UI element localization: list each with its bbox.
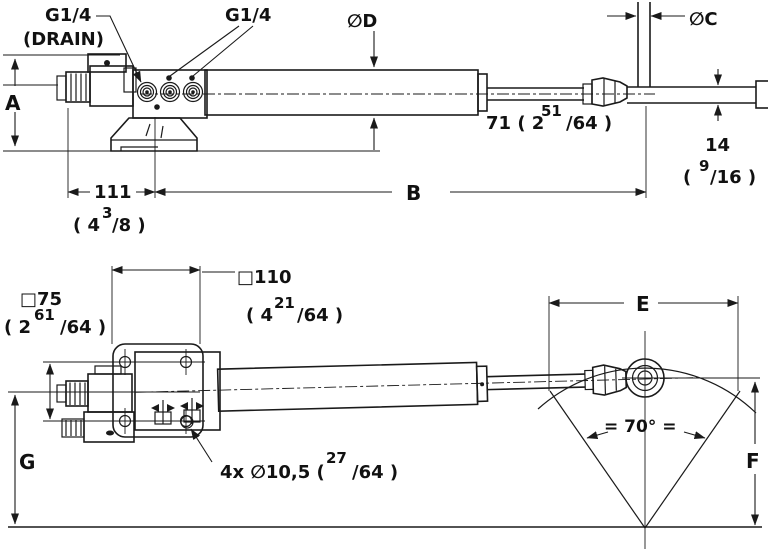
centerline-bottom-view (135, 377, 701, 393)
label-g14-ports: G1/4 (169, 5, 271, 77)
dim-g-label: G (19, 450, 35, 474)
dim-e: E (548, 292, 739, 391)
dim-111-value: 111 (94, 182, 132, 203)
sq75-denominator: /64 ) (60, 317, 106, 338)
head-block-bottom (134, 351, 221, 431)
bolt-hole-target (180, 415, 194, 429)
dim-111-numerator: 3 (102, 204, 112, 222)
pump-body-top (3, 53, 137, 107)
top-view: A (3, 2, 768, 236)
dim-71-numerator: 51 (541, 102, 562, 120)
leader-dot-port3 (189, 75, 195, 81)
coupler (755, 80, 768, 109)
foot-mount (110, 117, 198, 152)
holes-label-numerator: 27 (326, 449, 347, 467)
dim-dia-c: ∅C (607, 9, 718, 30)
dim-14-value: 14 (705, 135, 730, 156)
dim-sq110: □110 ( 4 21 /64 ) (111, 266, 343, 344)
dim-111-paren: ( 4 (73, 215, 100, 236)
sq110-numerator: 21 (274, 294, 295, 312)
label-g14-drain: G1/4 (DRAIN) (23, 5, 142, 83)
swing-arc-path (537, 367, 757, 414)
dim-b-label: B (406, 181, 421, 205)
sq75-numerator: 61 (34, 306, 55, 324)
dim-a-label: A (5, 91, 21, 115)
dim-71-post: /64 ) (566, 113, 612, 134)
g14-ports-label: G1/4 (225, 5, 271, 26)
port-3 (182, 81, 204, 103)
sq75-value: □75 (20, 289, 62, 310)
holes-label-pre: 4x ∅10,5 ( (220, 462, 325, 483)
dim-14-denominator: /16 ) (710, 167, 756, 188)
pump-body-bottom (56, 365, 135, 443)
dim-111-denominator: /8 ) (112, 215, 146, 236)
g14-drain-line2: (DRAIN) (23, 29, 104, 50)
dim-111-b: 111 ( 4 3 /8 ) B (67, 106, 647, 236)
callout-4x-holes: 4x ∅10,5 ( 27 /64 ) (190, 428, 398, 483)
sq110-denominator: /64 ) (297, 305, 343, 326)
dia-c-label: ∅C (689, 9, 718, 30)
g14-leader-port3 (192, 25, 254, 77)
port-1 (136, 81, 158, 103)
dim-f: F (746, 381, 760, 526)
g14-leader-port2 (169, 25, 240, 77)
swing-line-right (644, 390, 741, 529)
bottom-view: □75 ( 2 61 /64 ) □110 ( 4 21 /64 ) (4, 266, 762, 549)
sq75-paren: ( 2 (4, 317, 31, 338)
holes-label-denominator: /64 ) (352, 462, 398, 483)
dia-d-label: ∅D (347, 11, 377, 32)
dim-f-label: F (746, 449, 760, 473)
swing-line-left (549, 390, 646, 529)
dim-g: G (8, 391, 200, 525)
cylinder-barrel-top (140, 2, 768, 116)
dim-e-label: E (636, 292, 650, 316)
g14-drain-leader (96, 15, 142, 83)
drain-port-dot (154, 104, 160, 110)
rod-end-eye (622, 331, 760, 549)
leader-dot-port2 (166, 75, 172, 81)
dim-rod-14: 14 ( 9 /16 ) (683, 69, 756, 188)
g14-drain-line1: G1/4 (45, 5, 91, 26)
angle-label: = 70° = (604, 417, 676, 437)
dim-14-numerator: 9 (699, 157, 709, 175)
rod-nut (591, 77, 628, 107)
dim-sq75: □75 ( 2 61 /64 ) (4, 289, 205, 422)
dim-14-paren: ( (683, 167, 691, 188)
valve-fittings (151, 398, 204, 429)
swing-arc: = 70° = (537, 367, 757, 529)
dim-stroke-71: 71 ( 2 51 /64 ) (486, 102, 612, 134)
cylinder-barrel-bottom (135, 361, 701, 412)
sq110-value: □110 (237, 267, 292, 288)
sq110-paren: ( 4 (246, 305, 273, 326)
dim-dia-d: ∅D (347, 11, 378, 150)
dim-71-pre: 71 ( 2 (486, 113, 544, 134)
port-2 (159, 81, 181, 103)
